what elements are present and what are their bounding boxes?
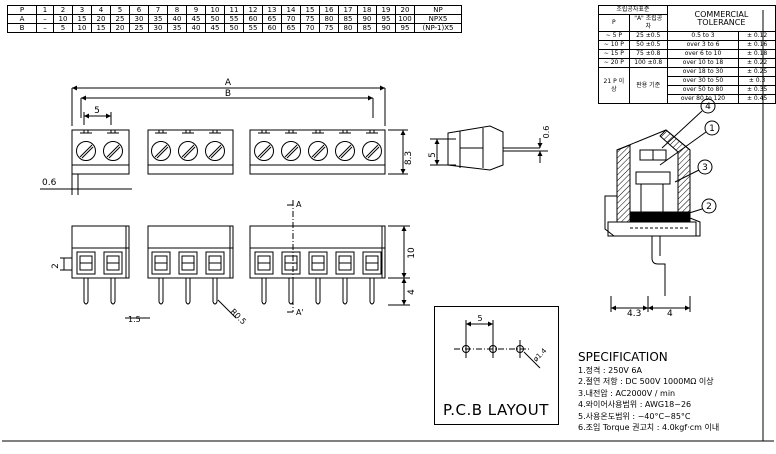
spec-title: SPECIFICATION xyxy=(578,350,668,364)
screw-head xyxy=(254,129,274,161)
wire-entry xyxy=(308,251,328,305)
cs-4-3-label: 4.3 xyxy=(627,309,641,319)
pcb-layout-drawing xyxy=(454,320,541,369)
screw-head xyxy=(281,129,301,161)
spec-line: 1.정격 : 250V 6A xyxy=(578,365,642,375)
screw-head xyxy=(308,129,328,161)
cs-4-label: 4 xyxy=(667,309,673,319)
spec-line: 4.와이어사용범위 : AWG18~26 xyxy=(578,400,692,409)
dim-pitch-label: 5 xyxy=(94,106,100,116)
wire-entry xyxy=(335,251,355,305)
sec-a2-label: A' xyxy=(296,308,304,317)
pcb-layout-label: P.C.B LAYOUT xyxy=(443,401,549,419)
dim-4-label: 4 xyxy=(407,289,417,295)
screw-head xyxy=(103,129,123,161)
wire-entry xyxy=(151,251,171,305)
tol-right-cell: over 80 to 120 xyxy=(666,94,740,104)
pcb-pitch-label: 5 xyxy=(477,314,482,323)
screw-head xyxy=(335,129,355,161)
spec-line: 5.사용온도범위 : −40°C~85°C xyxy=(578,411,691,421)
side-5-label: 5 xyxy=(428,152,438,158)
front-view xyxy=(60,200,410,319)
callout-1: 1 xyxy=(709,124,715,134)
callout-4: 4 xyxy=(705,102,711,112)
dim-10-label: 10 xyxy=(407,247,417,259)
spec-line: 3.내전압 : AC2000V / min xyxy=(578,388,676,398)
top-view xyxy=(40,85,408,195)
wire-entry xyxy=(362,251,382,305)
wire-entry xyxy=(76,251,96,305)
side-0-6-label: 0.6 xyxy=(542,126,551,139)
spec-line: 2.절연 저항 : DC 500V 1000MΩ 이상 xyxy=(578,377,714,386)
callout-3: 3 xyxy=(702,163,708,173)
tolerance-row: over 80 to 120± 0.45 xyxy=(599,94,776,104)
dim-1-5-label: 1.5 xyxy=(128,315,141,324)
sec-a-label: A xyxy=(296,200,302,209)
wire-entry xyxy=(254,251,274,305)
dim-b-label: B xyxy=(225,89,231,99)
dim-0-6-left-label: 0.6 xyxy=(42,178,57,188)
tol-right-cell: ± 0.45 xyxy=(738,94,776,104)
dim-r0-5-label: R0.5 xyxy=(229,307,248,326)
screw-head xyxy=(362,129,382,161)
wire-entry xyxy=(281,251,301,305)
dim-a-label: A xyxy=(225,78,232,88)
side-view xyxy=(430,125,548,171)
dim-2-label: 2 xyxy=(51,263,61,269)
callout-2: 2 xyxy=(706,202,712,212)
screw-head xyxy=(151,129,171,161)
wire-entry xyxy=(205,251,225,305)
screw-head xyxy=(178,129,198,161)
wire-entry xyxy=(178,251,198,305)
tolerance-table: 조립공차표준 COMMERCIAL TOLERANCE P "A" 조립공차 ∼… xyxy=(598,5,776,104)
pin-cell: (NP-1)X5 xyxy=(414,23,462,33)
dim-8-3-label: 8.3 xyxy=(404,151,414,165)
cross-section xyxy=(604,98,720,312)
pcb-layout-box: P.C.B LAYOUT xyxy=(434,306,559,425)
screw-head xyxy=(76,129,96,161)
tol-left-cell: 21 P 이상 xyxy=(598,67,630,104)
spec-line: 6.조임 Torque 권고치 : 4.0kgf·cm 이내 xyxy=(578,423,720,432)
screw-head xyxy=(205,129,225,161)
wire-entry xyxy=(103,251,123,305)
tol-left-cell: 판용 기준 xyxy=(628,67,668,104)
specification-block: SPECIFICATION 1.정격 : 250V 6A 2.절연 저항 : D… xyxy=(578,350,720,434)
